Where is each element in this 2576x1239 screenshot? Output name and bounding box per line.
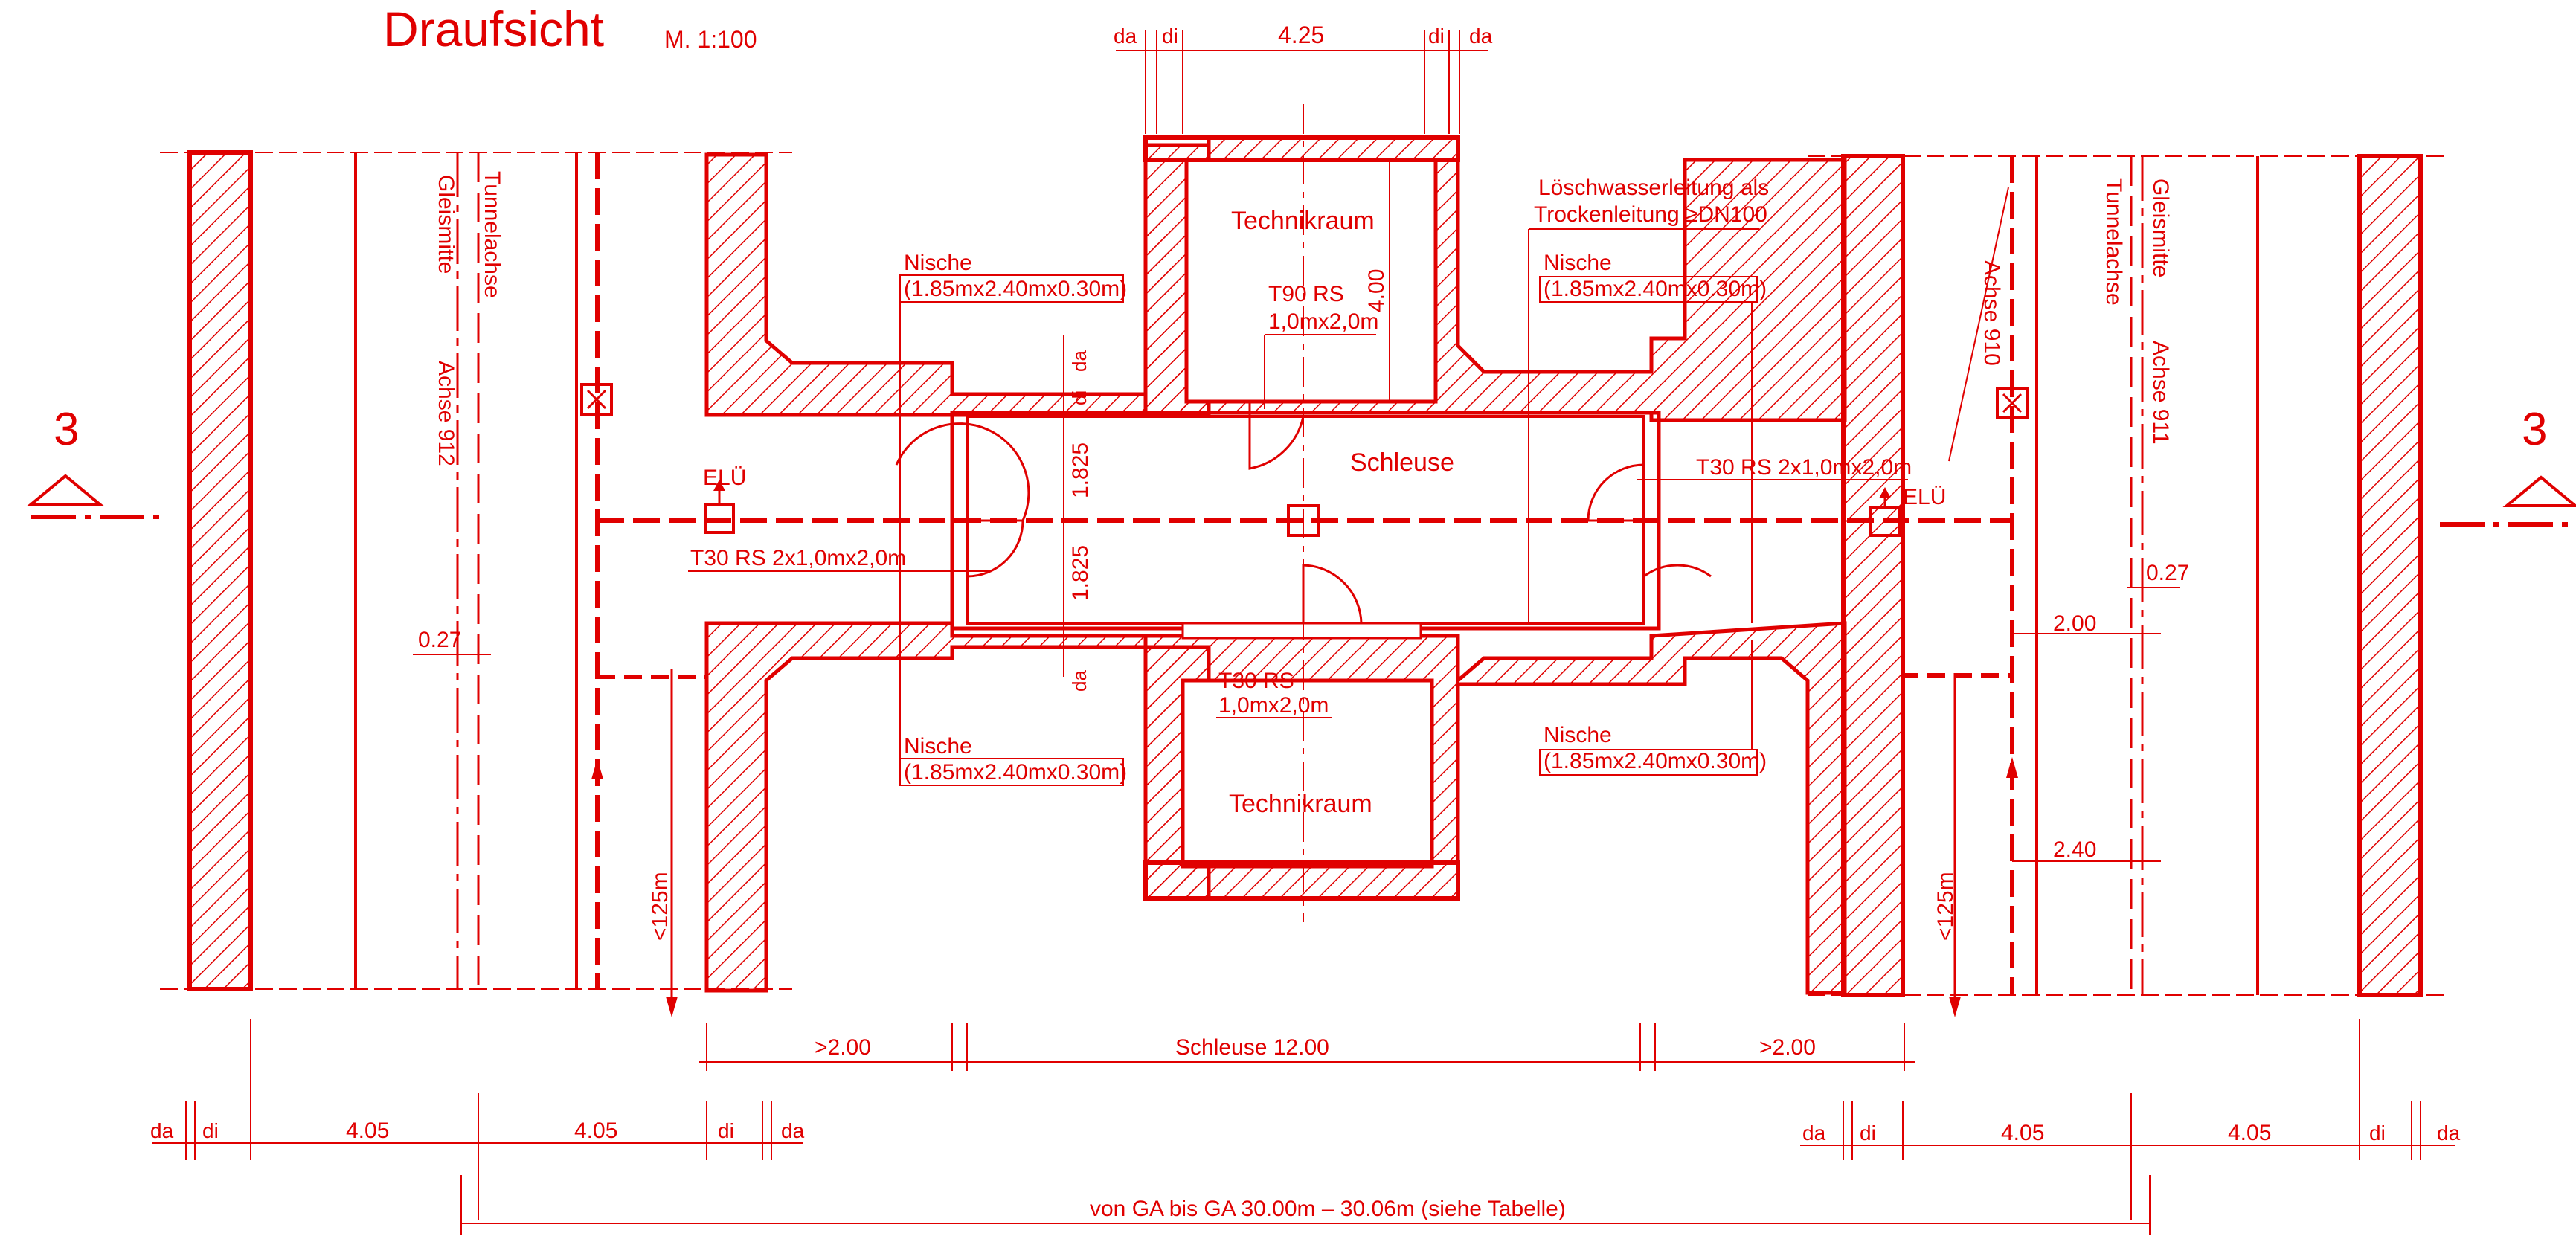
dim-bottom-chain-1: >2.00 Schleuse 12.00 >2.00 xyxy=(699,1023,1915,1071)
niche-lower-left: Nische (1.85mx2.40mx0.30m) xyxy=(899,625,1127,786)
svg-text:von GA bis GA 30.00m – 30.06m: von GA bis GA 30.00m – 30.06m (siehe Tab… xyxy=(1090,1197,1566,1221)
door-label-t30-left: T30 RS 2x1,0mx2,0m xyxy=(690,546,906,570)
door-label-t90-2: 1,0mx2,0m xyxy=(1268,309,1378,334)
svg-text:da: da xyxy=(150,1119,174,1142)
svg-text:da: da xyxy=(781,1119,805,1142)
door-label-t30-bottom-1: T30 RS xyxy=(1218,669,1294,693)
svg-text:di: di xyxy=(718,1119,734,1142)
svg-text:ELÜ: ELÜ xyxy=(703,466,746,490)
section-marker-left: 3 xyxy=(27,404,167,519)
label-achse-912: Achse 912 xyxy=(434,361,458,466)
label-achse-911: Achse 911 xyxy=(2148,341,2173,445)
dim-bottom-chain-left: da di 4.05 4.05 di da xyxy=(150,1019,805,1220)
svg-text:di: di xyxy=(1860,1121,1876,1145)
svg-text:da: da xyxy=(1469,25,1493,48)
plan-title: Draufsicht xyxy=(383,1,604,57)
svg-text:(1.85mx2.40mx0.30m): (1.85mx2.40mx0.30m) xyxy=(904,760,1127,785)
label-gleismitte-left: Gleismitte xyxy=(434,175,458,274)
svg-text:3: 3 xyxy=(2522,404,2547,455)
svg-text:(1.85mx2.40mx0.30m): (1.85mx2.40mx0.30m) xyxy=(1544,277,1767,301)
escape-distance-left: <125m xyxy=(648,669,678,1017)
label-tunnelachse-left: Tunnelachse xyxy=(480,171,504,298)
svg-text:4.05: 4.05 xyxy=(346,1119,389,1143)
svg-text:da: da xyxy=(1068,670,1091,692)
svg-text:<125m: <125m xyxy=(1933,872,1958,941)
svg-text:da: da xyxy=(1802,1121,1826,1145)
label-tunnelachse-right: Tunnelachse xyxy=(2101,178,2126,306)
svg-text:4.00: 4.00 xyxy=(1364,269,1389,312)
svg-text:da: da xyxy=(1068,350,1091,372)
label-achse-910: Achse 910 xyxy=(1979,260,2004,366)
left-tunnel: Tunnelachse Gleismitte Achse 912 0.27 xyxy=(160,150,792,991)
svg-text:Löschwasserleitung als: Löschwasserleitung als xyxy=(1538,176,1769,200)
plan-scale: M. 1:100 xyxy=(664,26,757,53)
pipe-note: Löschwasserleitung als Trockenleitung ≥D… xyxy=(1528,176,1769,623)
svg-text:Schleuse 12.00: Schleuse 12.00 xyxy=(1175,1035,1329,1060)
dim-vertical: 4.00 da di 1.825 1.825 da xyxy=(1063,160,1390,692)
svg-text:(1.85mx2.40mx0.30m): (1.85mx2.40mx0.30m) xyxy=(904,277,1127,301)
svg-text:da: da xyxy=(1114,25,1137,48)
svg-text:1.825: 1.825 xyxy=(1068,545,1093,601)
svg-text:4.05: 4.05 xyxy=(2001,1121,2044,1145)
dim-027-right: 0.27 xyxy=(2146,561,2189,585)
svg-text:Nische: Nische xyxy=(1544,723,1612,747)
tunnel-wall-right-outer xyxy=(2357,154,2423,997)
niche-upper-left: Nische (1.85mx2.40mx0.30m) xyxy=(899,251,1127,623)
niche-upper-right: Nische (1.85mx2.40mx0.30m) xyxy=(1539,251,1767,623)
svg-text:Nische: Nische xyxy=(1544,251,1612,275)
elu-marker-right: ELÜ xyxy=(1869,485,1946,537)
svg-text:1.825: 1.825 xyxy=(1068,442,1093,498)
svg-text:4.05: 4.05 xyxy=(574,1119,617,1143)
tunnel-wall-right-inner xyxy=(1841,154,1905,997)
right-tunnel: Achse 910 Tunnelachse Gleismitte Achse 9… xyxy=(1808,154,2444,997)
room-technikraum-bottom: Technikraum xyxy=(1229,790,1372,818)
svg-text:da: da xyxy=(2437,1121,2461,1145)
section-marker-right: 3 xyxy=(2440,404,2576,527)
svg-text:Trockenleitung ≥DN100: Trockenleitung ≥DN100 xyxy=(1534,202,1767,227)
dim-027-left: 0.27 xyxy=(418,628,461,652)
door-label-t90-1: T90 RS xyxy=(1268,282,1344,306)
svg-text:>2.00: >2.00 xyxy=(815,1035,871,1060)
svg-text:ELÜ: ELÜ xyxy=(1903,485,1946,509)
dim-240-right: 2.40 xyxy=(2053,837,2096,862)
room-schleuse: Schleuse xyxy=(1350,448,1454,477)
label-gleismitte-right: Gleismitte xyxy=(2148,178,2173,277)
svg-text:di: di xyxy=(1428,25,1445,48)
svg-text:di: di xyxy=(202,1119,219,1142)
wall-lower-left xyxy=(704,621,1211,993)
svg-text:Nische: Nische xyxy=(904,251,972,275)
dim-top: da di 4.25 di da xyxy=(1114,22,1493,134)
svg-text:3: 3 xyxy=(54,404,79,455)
svg-text:>2.00: >2.00 xyxy=(1759,1035,1816,1060)
svg-text:di: di xyxy=(1162,25,1178,48)
door-t30-bottom[interactable] xyxy=(1302,564,1363,624)
door-label-t30-right: T30 RS 2x1,0mx2,0m xyxy=(1696,455,1912,480)
svg-text:di: di xyxy=(1068,390,1091,405)
dim-bottom-chain-right: da di 4.05 4.05 di da xyxy=(1800,1019,2461,1220)
tunnel-wall-left-outer xyxy=(187,150,253,991)
door-t30-left[interactable] xyxy=(895,422,1030,578)
niche-lower-right: Nische (1.85mx2.40mx0.30m) xyxy=(1539,640,1767,776)
elu-marker-left: ELÜ xyxy=(703,466,746,534)
door-t30-right[interactable] xyxy=(1587,463,1712,579)
escape-distance-right: <125m xyxy=(1933,673,1961,1017)
svg-text:<125m: <125m xyxy=(648,872,672,941)
dim-ga-span: von GA bis GA 30.00m – 30.06m (siehe Tab… xyxy=(460,1175,2151,1235)
dim-200-right: 2.00 xyxy=(2053,611,2096,636)
svg-text:di: di xyxy=(2369,1121,2386,1145)
door-label-t30-bottom-2: 1,0mx2,0m xyxy=(1218,693,1329,718)
svg-text:(1.85mx2.40mx0.30m): (1.85mx2.40mx0.30m) xyxy=(1544,749,1767,773)
door-t90[interactable] xyxy=(1248,402,1305,470)
room-technikraum-top: Technikraum xyxy=(1231,207,1375,235)
svg-text:Nische: Nische xyxy=(904,734,972,759)
svg-text:4.05: 4.05 xyxy=(2228,1121,2271,1145)
svg-text:4.25: 4.25 xyxy=(1278,22,1324,48)
